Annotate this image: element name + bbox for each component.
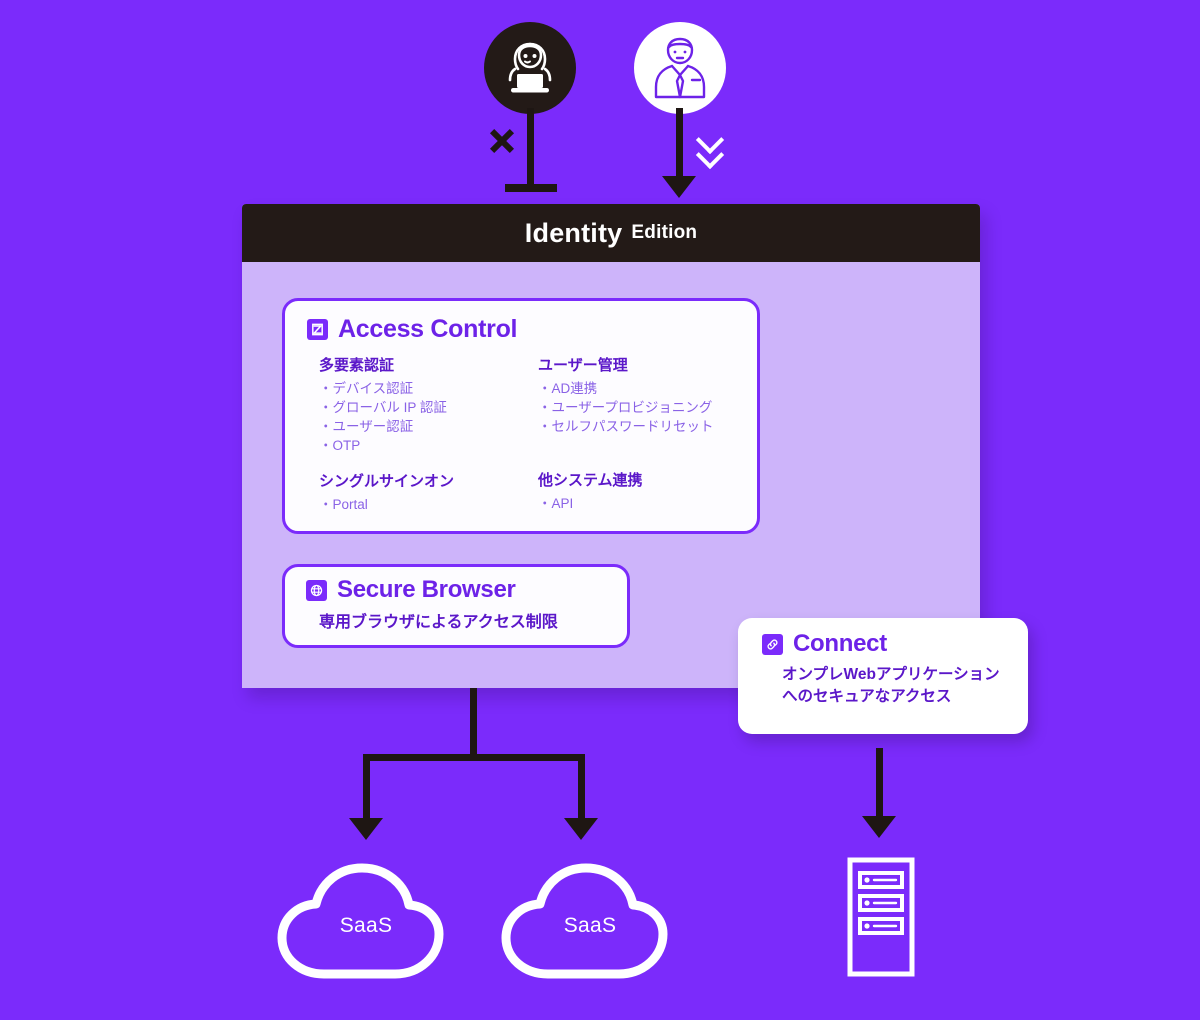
attacker-block-bar: [505, 184, 557, 192]
list-item: ユーザープロビジョニング: [538, 398, 757, 417]
section-heading: 多要素認証: [319, 357, 395, 374]
user-arrow-icon: [662, 176, 696, 198]
section-list: AD連携 ユーザープロビジョニング セルフパスワードリセット: [538, 379, 757, 436]
identity-edition-panel: Identity Edition Access Control 多要素認証 デバ: [242, 204, 980, 688]
list-item: デバイス認証: [319, 379, 538, 398]
section-list: デバイス認証 グローバル IP 認証 ユーザー認証 OTP: [319, 379, 538, 456]
list-item: OTP: [319, 436, 538, 455]
attacker-connector: [527, 108, 534, 190]
double-chevron-down-icon: [695, 125, 725, 170]
server-rack-icon: [846, 856, 916, 978]
section-list: Portal: [319, 495, 538, 514]
access-control-icon: [307, 319, 328, 340]
secure-browser-title: Secure Browser: [337, 576, 516, 603]
connect-title: Connect: [793, 630, 887, 657]
saas-connector-left: [363, 754, 370, 822]
saas-cloud: SaaS: [272, 856, 460, 980]
page-title: Identity: [524, 217, 623, 248]
saas-arrow-left-icon: [349, 818, 383, 840]
section-heading: 他システム連携: [538, 472, 643, 490]
user-connector: [676, 108, 683, 180]
list-item: グローバル IP 認証: [319, 398, 538, 417]
saas-cloud: SaaS: [496, 856, 684, 980]
section-list: API: [538, 494, 757, 513]
saas-arrow-right-icon: [564, 818, 598, 840]
list-item: ユーザー認証: [319, 417, 538, 436]
globe-icon: [306, 579, 327, 601]
list-item: Portal: [319, 495, 538, 514]
server-arrow-icon: [862, 816, 896, 838]
section-heading: シングルサインオン: [319, 472, 455, 490]
access-control-column-left: 多要素認証 デバイス認証 グローバル IP 認証 ユーザー認証 OTP シングル…: [319, 354, 538, 514]
list-item: API: [538, 494, 757, 513]
list-item: セルフパスワードリセット: [538, 417, 757, 436]
saas-cloud-label: SaaS: [563, 914, 617, 937]
access-control-columns: 多要素認証 デバイス認証 グローバル IP 認証 ユーザー認証 OTP シングル…: [285, 354, 757, 514]
secure-browser-card[interactable]: Secure Browser 専用ブラウザによるアクセス制限: [282, 564, 630, 648]
page-subtitle: Edition: [631, 222, 698, 243]
access-control-column-right: ユーザー管理 AD連携 ユーザープロビジョニング セルフパスワードリセット 他シ…: [538, 354, 757, 514]
link-icon: [762, 633, 783, 655]
connect-description-line1: オンプレWebアプリケーション: [782, 666, 1000, 683]
access-control-title: Access Control: [338, 315, 518, 343]
saas-cloud-label: SaaS: [339, 914, 393, 937]
saas-connector-bar: [363, 754, 585, 761]
panel-header: Identity Edition: [242, 204, 980, 262]
list-item: AD連携: [538, 379, 757, 398]
hacker-icon: [484, 22, 576, 114]
secure-browser-description: 専用ブラウザによるアクセス制限: [319, 614, 558, 631]
connect-card[interactable]: Connect オンプレWebアプリケーション へのセキュアなアクセス: [738, 618, 1028, 734]
saas-connector-stem: [470, 688, 477, 760]
access-control-card[interactable]: Access Control 多要素認証 デバイス認証 グローバル IP 認証 …: [282, 298, 760, 534]
saas-connector-right: [578, 754, 585, 822]
x-mark-icon: [488, 127, 516, 155]
business-user-icon: [634, 22, 726, 114]
connect-description-line2: へのセキュアなアクセス: [782, 688, 952, 706]
server-connector: [876, 748, 883, 820]
section-heading: ユーザー管理: [538, 357, 628, 374]
